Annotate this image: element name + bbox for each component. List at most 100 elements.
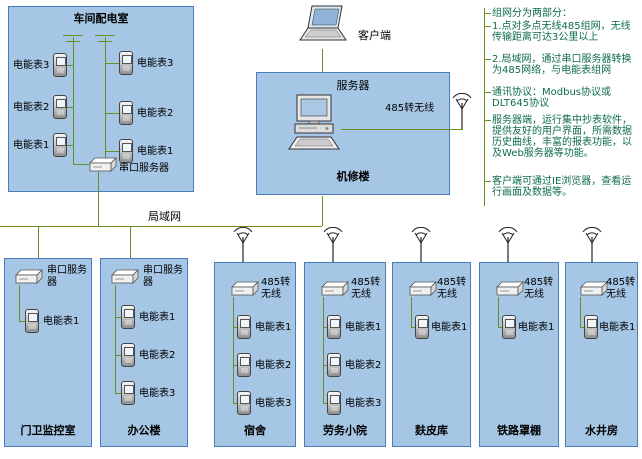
meter-icon bbox=[121, 343, 135, 367]
stub-line bbox=[106, 63, 119, 64]
meter-label: 电能表3 bbox=[13, 60, 50, 71]
meter-label: 电能表1 bbox=[431, 322, 468, 333]
485-converter-icon bbox=[321, 281, 349, 296]
notes-tick bbox=[484, 59, 491, 60]
device-label: 485转无线 bbox=[261, 277, 291, 300]
stub-line bbox=[323, 403, 328, 404]
stub-line bbox=[233, 403, 238, 404]
notes-protocol: 通讯协议：Modbus协议或DLT645协议 bbox=[492, 87, 611, 109]
building-name: 劳务小院 bbox=[323, 424, 367, 437]
site-antenna-icon bbox=[498, 227, 518, 263]
485-converter-icon bbox=[409, 281, 437, 296]
server-box: 服务器 485转无线 机修楼 bbox=[256, 72, 463, 195]
meter-label: 电能表1 bbox=[518, 322, 555, 333]
bus-line bbox=[323, 297, 324, 403]
client-label: 客户端 bbox=[358, 29, 391, 42]
notes-item2: 2.局域网，通过串口服务器转换为485网络，与电能表组网 bbox=[492, 54, 632, 76]
stub-line bbox=[323, 327, 328, 328]
meter-label: 电能表1 bbox=[255, 322, 292, 333]
485-converter-icon bbox=[496, 281, 524, 296]
meter-label: 电能表1 bbox=[13, 140, 50, 151]
stub-line bbox=[67, 107, 73, 108]
meter-label: 电能表2 bbox=[137, 108, 174, 119]
stub-line bbox=[67, 65, 73, 66]
building-name: 门卫监控室 bbox=[20, 424, 76, 437]
device-label: 485转无线 bbox=[437, 277, 467, 300]
serial-server-label: 串口服务器 bbox=[119, 163, 169, 174]
bus-line bbox=[115, 285, 116, 393]
building-name: 铁路罩棚 bbox=[497, 424, 541, 437]
meter-icon bbox=[237, 315, 251, 339]
lan-label: 局域网 bbox=[148, 210, 181, 223]
meter-icon bbox=[237, 353, 251, 377]
meter-label: 电能表2 bbox=[345, 360, 382, 371]
workshop-lan-drop-line bbox=[98, 172, 99, 226]
stub-line bbox=[115, 317, 121, 318]
workshop-room-box: 车间配电室 电能表3 电能表2 电能表1 电能表3 电能表2 电能表1 串口服务… bbox=[8, 6, 194, 192]
meter-icon bbox=[53, 95, 67, 119]
busbar-tick bbox=[63, 35, 83, 36]
bus-line bbox=[411, 297, 412, 327]
meter-icon bbox=[121, 381, 135, 405]
server-lan-drop-line bbox=[322, 196, 323, 226]
server-antenna-icon bbox=[452, 93, 472, 129]
notes-tick bbox=[484, 181, 491, 182]
workshop-room-title: 车间配电室 bbox=[73, 12, 129, 25]
serial-server-icon bbox=[15, 269, 43, 284]
building-box-railway-shed: 485转无线 电能表1 铁路罩棚 bbox=[479, 262, 559, 447]
connector-line bbox=[73, 164, 89, 165]
bus-line bbox=[233, 297, 234, 403]
stub-line bbox=[233, 327, 238, 328]
notes-divider-line bbox=[484, 8, 485, 206]
site-antenna-icon bbox=[233, 227, 253, 263]
notes-item1: 1.点对多点无线485组网，无线传输距离可达3公里以上 bbox=[492, 21, 631, 43]
building-box-well-house: 485转无线 电能表1 水井房 bbox=[565, 262, 638, 447]
building-name: 麸皮库 bbox=[415, 424, 448, 437]
stub-line bbox=[233, 365, 238, 366]
building-box-office: 串口服务器 电能表1 电能表2 电能表3 办公楼 bbox=[100, 258, 188, 447]
meter-label: 电能表2 bbox=[255, 360, 292, 371]
device-label: 485转无线 bbox=[524, 277, 554, 300]
building-name: 宿舍 bbox=[244, 424, 266, 437]
meter-label: 电能表1 bbox=[345, 322, 382, 333]
stub-line bbox=[19, 321, 25, 322]
meter-icon bbox=[415, 315, 429, 339]
device-label: 串口服务器 bbox=[143, 265, 183, 288]
stub-line bbox=[106, 113, 119, 114]
server-title: 服务器 bbox=[336, 79, 370, 92]
bus-line bbox=[498, 297, 499, 327]
meter-label: 电能表3 bbox=[139, 388, 176, 399]
meter-label: 电能表1 bbox=[599, 322, 636, 333]
building-name: 水井房 bbox=[585, 424, 618, 437]
meter-label: 电能表2 bbox=[13, 102, 50, 113]
meter-icon bbox=[119, 101, 133, 125]
meter-icon bbox=[121, 305, 135, 329]
notes-tick bbox=[484, 13, 491, 14]
site-antenna-icon bbox=[582, 227, 602, 263]
stub-line bbox=[498, 327, 503, 328]
device-label: 485转无线 bbox=[351, 277, 381, 300]
bus-line bbox=[580, 297, 581, 327]
client-link-line bbox=[322, 49, 323, 72]
busbar-tick bbox=[95, 35, 115, 36]
stub-line bbox=[67, 145, 73, 146]
lan-drop-line bbox=[38, 227, 39, 258]
meter-label: 电能表3 bbox=[137, 58, 174, 69]
meter-icon bbox=[327, 353, 341, 377]
meter-icon bbox=[327, 391, 341, 415]
lan-drop-line bbox=[130, 227, 131, 258]
meter-label: 电能表2 bbox=[139, 350, 176, 361]
server-wireless-label: 485转无线 bbox=[385, 103, 435, 114]
serial-server-icon bbox=[89, 157, 117, 172]
bus-line bbox=[19, 285, 20, 321]
server-building-label: 机修楼 bbox=[336, 170, 370, 183]
bus-line bbox=[105, 37, 106, 165]
notes-server-desc: 服务器端，运行集中抄表软件，提供友好的用户界面，所需数据历史曲线，丰富的报表功能… bbox=[492, 115, 632, 159]
building-box-dormitory: 485转无线 电能表1 电能表2 电能表3 宿舍 bbox=[214, 262, 296, 447]
stub-line bbox=[115, 393, 121, 394]
485-converter-icon bbox=[580, 281, 608, 296]
device-label: 串口服务器 bbox=[47, 265, 87, 288]
building-box-gatehouse: 串口服务器 电能表1 门卫监控室 bbox=[4, 258, 92, 447]
site-antenna-icon bbox=[323, 227, 343, 263]
